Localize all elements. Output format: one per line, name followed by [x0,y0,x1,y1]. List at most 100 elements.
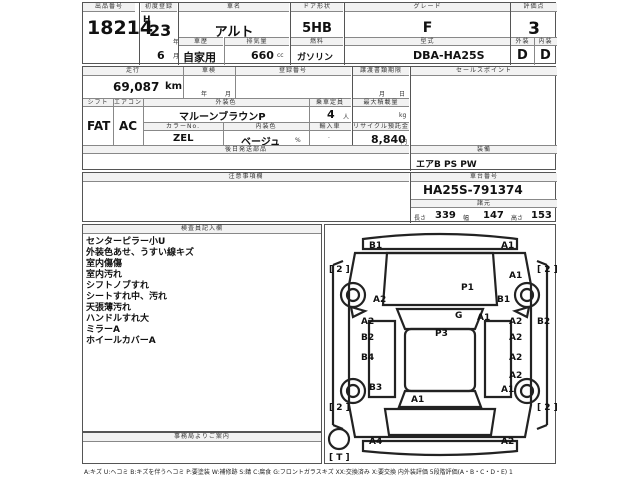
note-item: 室内汚れ [86,270,123,280]
import-label: 輸入車 [309,122,351,131]
inspection-year-unit: 年 [201,91,208,98]
lot-number: 18214 [87,17,154,39]
exterior-color-label: 外装色 [143,98,309,107]
usage-label: 車歴 [179,37,223,46]
note-item: 外装色あせ、うすい線キズ [86,248,195,258]
width-label: 幅 [463,215,470,222]
interior-score-label: 内装 [534,37,557,46]
damage-mark: A2 [361,317,375,327]
inspector-notes-list: センターピラー小U 外装色あせ、うすい線キズ 室内傷傷 室内汚れ シフトノブすれ… [86,237,194,347]
selling-points-label: セールスポイント [411,67,557,76]
mileage-unit: km [165,81,183,92]
damage-mark: A2 [509,371,523,381]
fuel: ガソリン [297,53,334,63]
inspection-label: 車検 [183,67,235,76]
registration-month: 6 [157,49,165,62]
legend: A:キズ U:ヘコミ B:キズを伴うヘコミ P:要塗装 W:補修跡 S:錆 C:… [84,469,513,476]
post-delivery-label: 後日発送部品 [83,145,409,154]
damage-mark: A1 [509,271,523,281]
deadline-day-unit: 日 [399,91,406,98]
damage-mark: G [455,311,463,321]
recycle-label: リサイクル預託金 [353,122,409,131]
length-label: 長さ [414,215,427,222]
damage-mark: B1 [497,295,511,305]
score-label: 評価点 [511,3,557,12]
month-unit: 月 [173,53,180,60]
deadline-month-unit: 月 [379,91,386,98]
inspector-notes-panel: 検査員記入欄 センターピラー小U 外装色あせ、うすい線キズ 室内傷傷 室内汚れ … [82,224,322,432]
exterior-color: マルーンブラウンP [179,112,266,123]
exterior-score: D [517,48,528,63]
damage-mark: B1 [369,241,383,251]
damage-mark: A1 [477,313,491,323]
header-panel: 出品番号 18214 初度登録 H 23 年 6 月 車名 アルト ドア形状 5… [82,2,557,65]
shift: FAT [87,119,111,133]
length: 339 [435,210,456,221]
max-load-unit: kg [399,112,407,119]
recycle-unit: 円 [401,139,408,146]
color-no-label: カラーNo. [143,122,223,131]
note-item: シートすれ中、汚れ [86,292,168,302]
damage-mark: [ 2 ] [329,265,350,275]
equipment: エアB PS PW [416,160,477,170]
year-unit: 年 [173,39,180,46]
damage-mark: A4 [369,437,383,447]
damage-mark: A2 [373,295,387,305]
shift-label: シフト [83,98,113,107]
exterior-score-label: 外装 [511,37,534,46]
fuel-label: 燃料 [291,37,343,46]
car-outline [327,232,549,457]
reg-number-label: 登録番号 [235,67,351,76]
interior-score: D [540,48,551,63]
info-panel: 走行 車検 登録番号 譲渡書類期限 セールスポイント 69,087 km 年 月… [82,66,557,171]
capacity-unit: 人 [343,114,350,121]
import-dot: . [328,133,330,140]
transfer-deadline-label: 譲渡書類期限 [353,67,409,76]
damage-diagram: B1 A1 [ 2 ] A1 [ 2 ] P1 A2 B1 A2 G A1 A2… [324,224,558,464]
interior-color-label: 内装色 [223,122,309,131]
door-type: 5HB [302,21,332,36]
usage: 自家用 [183,51,216,64]
model: DBA-HA25S [413,49,485,62]
chassis-number: HA25S-791374 [423,183,523,197]
notes-panel: 注意事項欄 車台番号 HA25S-791374 諸元 長さ 339 幅 147 … [82,172,557,223]
model-label: 型式 [345,37,510,46]
era: H [143,15,151,25]
capacity-label: 乗車定員 [309,98,351,107]
aircon: AC [119,119,138,133]
width: 147 [483,210,504,221]
grade: F [422,20,433,36]
capacity: 4 [327,108,335,121]
recycle-fee: 8,840 [371,133,406,146]
lot-number-label: 出品番号 [83,3,135,12]
note-item: センターピラー小U [86,237,166,247]
damage-mark: B2 [361,333,375,343]
color-no: ZEL [173,133,194,144]
office-notes-panel: 事務局よりご案内 [82,432,322,464]
chassis-label: 車台番号 [411,173,557,182]
car-name-label: 車名 [179,3,289,12]
damage-mark: [ 2 ] [537,265,558,275]
interior-color: ベージュ [241,137,281,148]
mileage: 69,087 [113,80,160,94]
damage-mark: A2 [509,333,523,343]
note-item: ハンドルすれ大 [86,314,150,324]
first-registration-label: 初度登録 [141,3,177,12]
office-notes-label: 事務局よりご案内 [83,433,321,442]
damage-mark: A2 [501,437,515,447]
score: 3 [528,19,540,39]
damage-mark: B3 [369,383,383,393]
height-label: 高さ [511,215,524,222]
dimensions-label: 諸元 [411,199,557,208]
damage-mark: A1 [501,385,515,395]
height: 153 [531,210,552,221]
damage-mark: [ T ] [329,453,350,463]
note-item: シフトノブすれ [86,281,150,291]
registration-year: 23 [149,21,172,40]
grade-label: グレード [345,3,510,12]
damage-mark: A2 [509,353,523,363]
note-item: 天張薄汚れ [86,303,132,313]
damage-mark: P3 [435,329,448,339]
damage-mark: A2 [509,317,523,327]
note-item: 室内傷傷 [86,259,123,269]
